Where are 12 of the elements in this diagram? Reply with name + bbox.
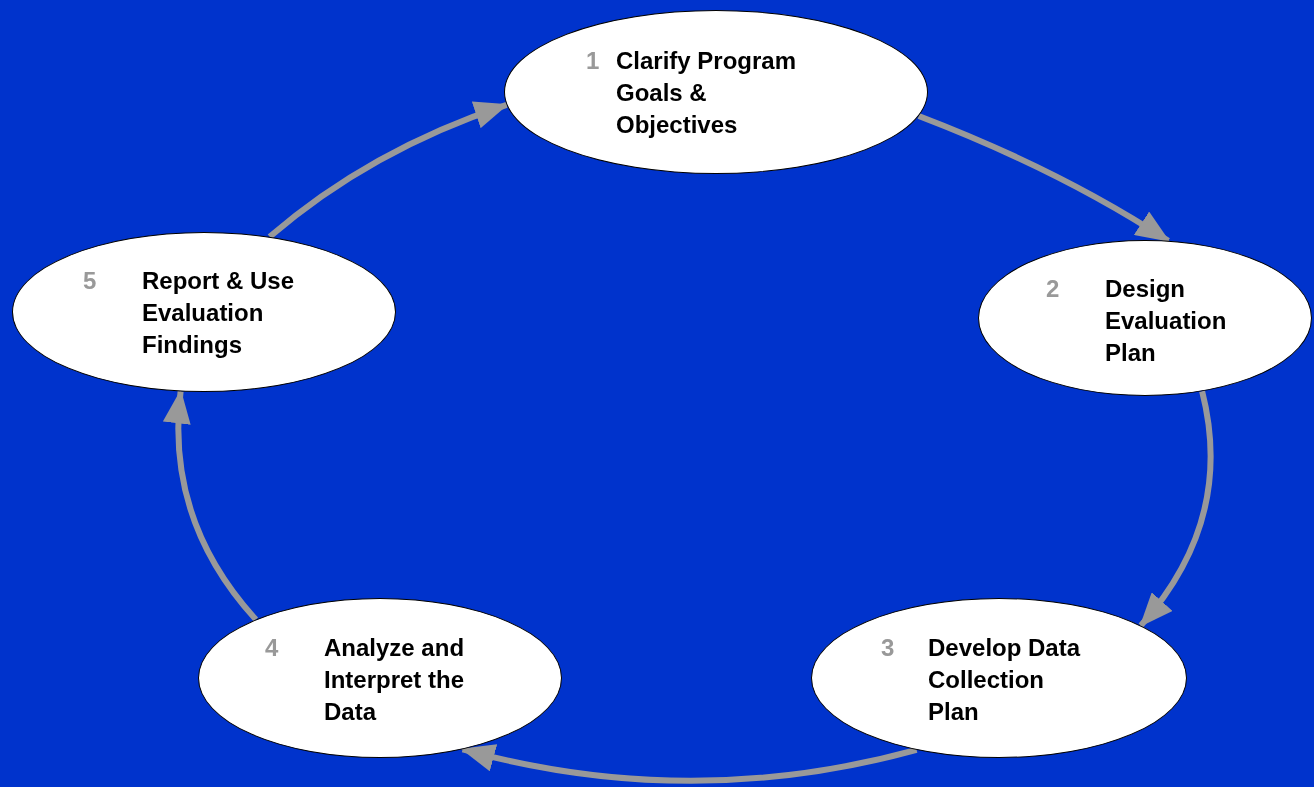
arrow <box>1138 390 1214 628</box>
arrow <box>460 743 918 784</box>
step-number: 2 <box>1046 274 1060 304</box>
step-number: 4 <box>265 633 279 663</box>
step-label: Design Evaluation Plan <box>1105 274 1228 368</box>
step-label: Clarify Program Goals & Objectives <box>616 46 798 140</box>
step-label: Analyze and Interpret the Data <box>324 633 466 727</box>
step-number: 3 <box>881 633 895 663</box>
step-label: Develop Data Collection Plan <box>928 633 1082 727</box>
step-number: 1 <box>586 46 600 76</box>
step-label: Report & Use Evaluation Findings <box>142 266 296 360</box>
step-number: 5 <box>83 266 97 296</box>
